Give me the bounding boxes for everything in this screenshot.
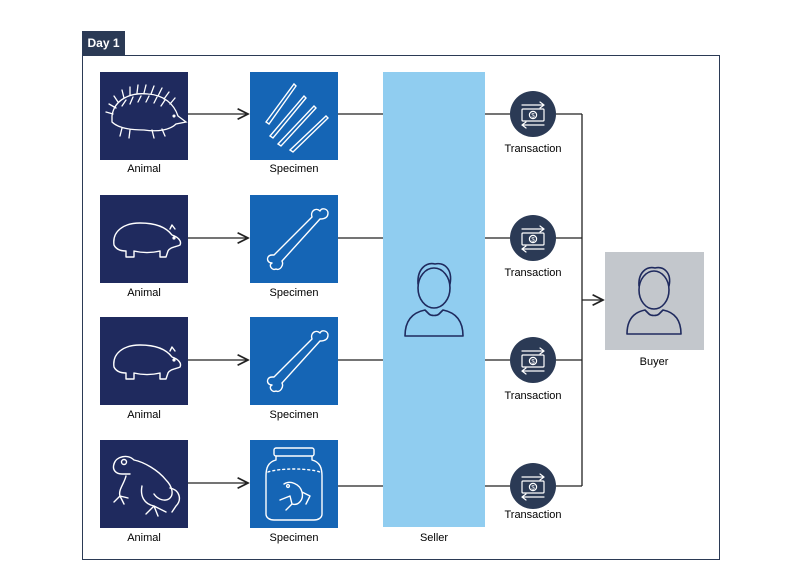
specimen-label-2: Specimen (269, 287, 319, 299)
animal-label-4: Animal (127, 532, 161, 544)
spines-icon (265, 82, 329, 153)
transaction-icon-1: $ (510, 91, 556, 137)
transaction-label-2: Transaction (504, 267, 562, 279)
transaction-icon-3: $ (510, 337, 556, 383)
animal-box-4 (100, 440, 188, 528)
person-icon (404, 262, 464, 337)
diagram-frame (82, 55, 720, 560)
wombat-icon (113, 222, 182, 258)
frog-icon (112, 455, 181, 517)
animal-box-3 (100, 317, 188, 405)
svg-text:$: $ (531, 237, 535, 243)
animal-label-3: Animal (127, 409, 161, 421)
buyer-label: Buyer (639, 356, 669, 368)
specimen-box-3 (250, 317, 338, 405)
specimen-label-3: Specimen (269, 409, 319, 421)
transaction-icon-2: $ (510, 215, 556, 261)
svg-text:$: $ (531, 485, 535, 491)
animal-box-1 (100, 72, 188, 160)
bone-icon (266, 330, 329, 393)
specimen-label-4: Specimen (269, 532, 319, 544)
bone-icon (266, 208, 329, 271)
seller-box (383, 72, 485, 527)
animal-label-1: Animal (127, 163, 161, 175)
echidna-icon (105, 84, 188, 139)
specimen-box-1 (250, 72, 338, 160)
wombat-icon (113, 344, 182, 380)
day-label: Day 1 (82, 31, 125, 55)
buyer-box (605, 252, 704, 350)
person-icon (626, 266, 682, 335)
specimen-box-2 (250, 195, 338, 283)
animal-label-2: Animal (127, 287, 161, 299)
seller-label: Seller (419, 532, 449, 544)
svg-text:$: $ (531, 359, 535, 365)
specimen-box-4 (250, 440, 338, 528)
transaction-icon-4: $ (510, 463, 556, 509)
transaction-label-3: Transaction (504, 390, 562, 402)
jar-icon (265, 447, 323, 521)
transaction-label-4: Transaction (504, 509, 562, 521)
transaction-label-1: Transaction (504, 143, 562, 155)
svg-text:$: $ (531, 113, 535, 119)
specimen-label-1: Specimen (269, 163, 319, 175)
animal-box-2 (100, 195, 188, 283)
